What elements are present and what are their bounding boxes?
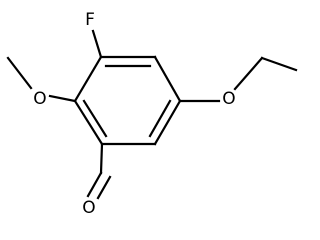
bond-c1-fluorine [91,29,103,59]
ring-bond-c3-c4 [153,99,182,146]
ring-bond-c6-c1 [73,55,103,103]
methoxy-oxygen-atom-label: O [33,89,46,109]
fluorine-atom-label: F [85,10,95,30]
bond-c5-aldehyde-carbon [99,142,104,175]
bond-aldehyde-carbon-oxygen [86,171,103,198]
ring-double-bond-c3-c4 [148,99,172,138]
bond-methoxy-oxygen-methyl [6,56,33,90]
aldehyde-oxygen-atom-label: O [82,198,95,218]
bond-ethoxy-ch2-ch3 [260,56,298,72]
bond-ethoxy-oxygen-ch2 [233,56,264,91]
ring-bond-c5-c6 [73,99,104,146]
bond-c6-methoxy-oxygen [48,94,77,103]
ring-double-bond-c5-c6 [82,99,108,138]
bond-aldehyde-carbon-oxygen-double [96,175,112,200]
molecule-structure: F O O O [6,10,298,218]
ethoxy-oxygen-atom-label: O [222,89,235,109]
ring-bond-c2-c3 [153,55,182,103]
